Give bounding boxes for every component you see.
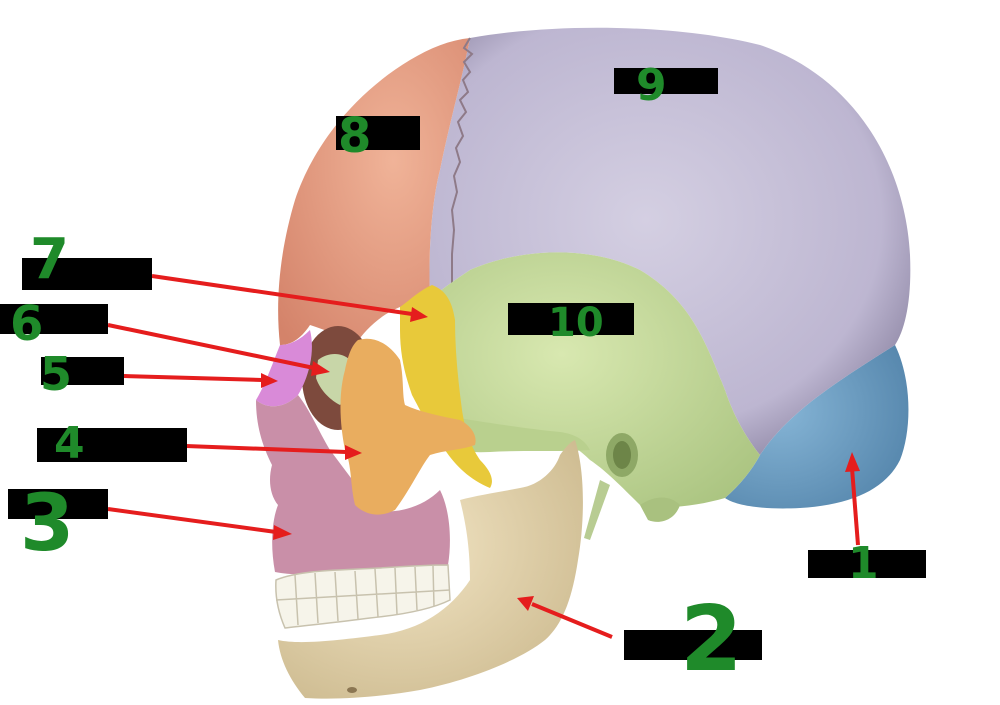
occipital-bone [725, 345, 909, 509]
label-box-5[interactable] [41, 357, 124, 385]
label-box-7[interactable] [22, 258, 152, 290]
frontal-bone [278, 38, 470, 345]
hand-number-4: 4 [54, 418, 85, 469]
mandible-bone [278, 440, 583, 699]
arrow-1 [850, 467, 860, 546]
arrow-3 [107, 507, 277, 534]
arrow-6 [107, 323, 315, 370]
label-box-9[interactable] [614, 68, 718, 94]
nasal-bone [256, 330, 312, 407]
arrow-5 [123, 374, 263, 382]
label-box-4[interactable] [37, 428, 187, 462]
hand-number-8: 8 [338, 108, 371, 164]
hand-number-10: 10 [548, 300, 604, 346]
mental-foramen [347, 687, 357, 693]
hand-number-5: 5 [40, 347, 72, 401]
arrow-7 [151, 274, 413, 316]
label-box-6[interactable] [0, 304, 108, 334]
parietal-bone [429, 27, 911, 456]
hand-number-9: 9 [636, 60, 667, 111]
zygomatic-bone [340, 338, 476, 515]
hand-number-2: 2 [680, 587, 743, 692]
zygomatic-arch [440, 415, 590, 453]
label-box-1[interactable] [808, 550, 926, 578]
label-box-2[interactable] [624, 630, 762, 660]
teeth [275, 564, 451, 629]
label-boxes [0, 68, 926, 660]
arrow-2 [531, 602, 613, 639]
hand-number-6: 6 [10, 296, 43, 352]
styloid-process [584, 480, 610, 540]
arrow-4 [185, 444, 347, 454]
coronal-suture [450, 37, 474, 294]
label-box-3[interactable] [8, 489, 108, 519]
hand-number-3: 3 [20, 479, 74, 569]
arrows [107, 274, 860, 639]
sphenoid-bone [400, 285, 492, 488]
handwritten-numbers: 1 2 3 4 5 6 7 8 9 10 [10, 60, 879, 692]
hand-number-1: 1 [848, 538, 879, 589]
label-box-8[interactable] [336, 116, 420, 150]
mastoid-process [640, 497, 680, 522]
hand-number-7: 7 [30, 227, 69, 292]
label-box-10[interactable] [508, 303, 634, 335]
